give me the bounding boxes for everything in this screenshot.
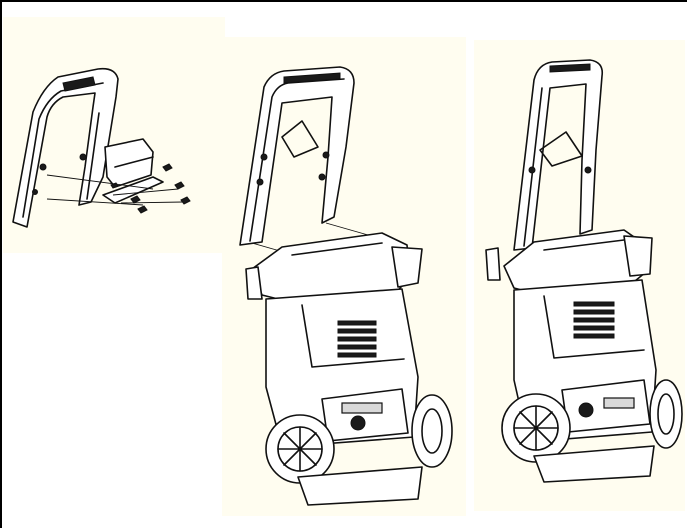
handle-bracket-screws-icon — [12, 67, 191, 228]
handle-insert-into-body-icon — [239, 66, 453, 506]
assembled-pressure-washer-icon — [485, 59, 683, 483]
step-1-panel — [3, 17, 225, 253]
step-3-panel — [474, 40, 685, 511]
step-2-panel — [222, 37, 466, 516]
